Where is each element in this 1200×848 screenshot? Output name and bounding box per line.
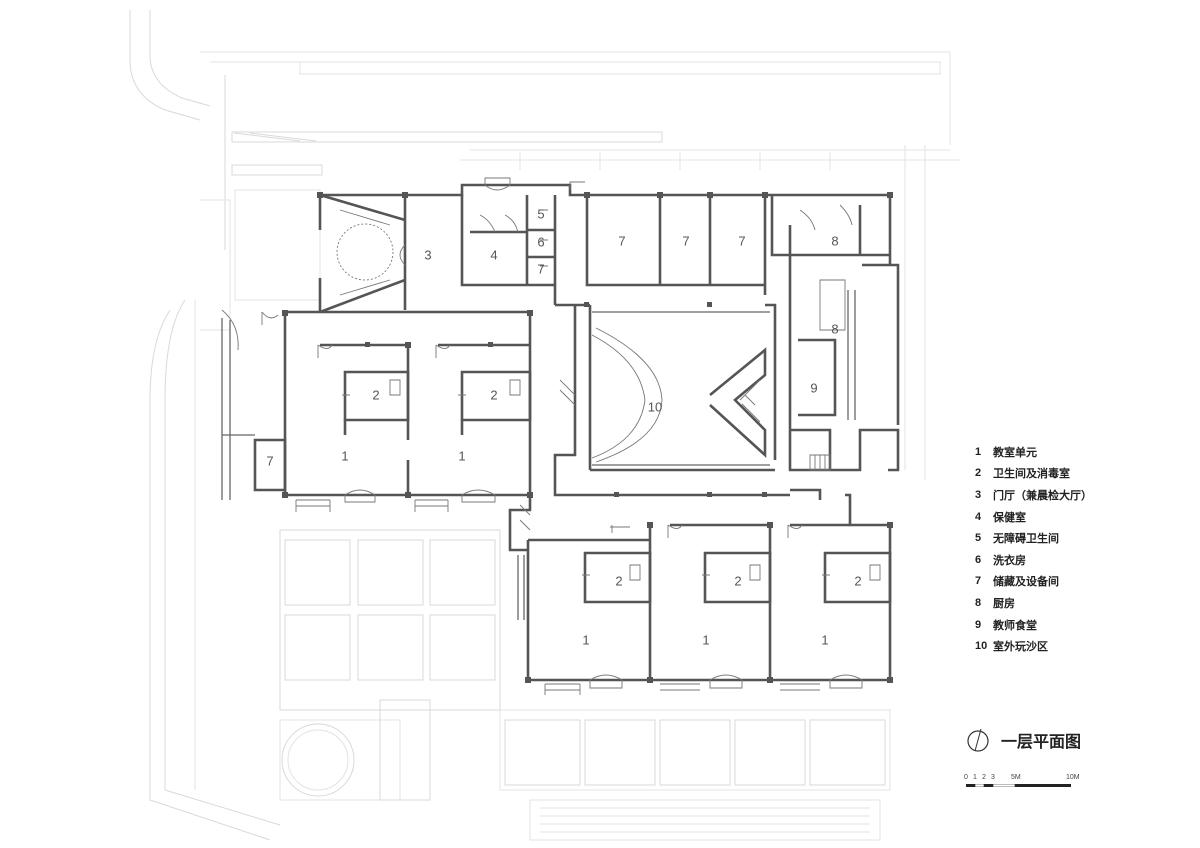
scale-tick-label: 2 <box>982 774 986 781</box>
scale-tick-label: 5M <box>1011 774 1021 781</box>
legend-label: 洗衣房 <box>993 554 1026 567</box>
scale-tick-label: 3 <box>991 774 995 781</box>
scale-tick-label: 0 <box>964 774 968 781</box>
legend-label: 教师食堂 <box>993 619 1037 632</box>
legend-number: 8 <box>975 596 982 609</box>
building-walls <box>221 183 900 682</box>
legend-number: 4 <box>975 510 982 523</box>
room-number: 2 <box>734 573 741 588</box>
room-number: 8 <box>831 233 838 248</box>
room-numbers: 3 4 5 6 7 7 7 7 8 8 9 10 2 2 1 1 7 2 2 2… <box>266 206 861 647</box>
legend-item: 8 厨房 <box>975 592 1092 614</box>
legend-number: 6 <box>975 553 982 566</box>
legend-item: 2 卫生间及消毒室 <box>975 463 1092 485</box>
room-number: 7 <box>266 453 273 468</box>
legend-label: 无障碍卫生间 <box>993 533 1059 546</box>
room-number: 7 <box>537 261 544 276</box>
room-number: 1 <box>582 632 589 647</box>
room-number: 1 <box>458 448 465 463</box>
legend-number: 9 <box>975 618 982 631</box>
legend-item: 6 洗衣房 <box>975 549 1092 571</box>
room-number: 2 <box>372 387 379 402</box>
legend-label: 厨房 <box>993 597 1015 610</box>
legend-item: 9 教师食堂 <box>975 614 1092 636</box>
room-number: 7 <box>738 233 745 248</box>
room-number: 1 <box>821 632 828 647</box>
legend-number: 5 <box>975 532 982 545</box>
room-number: 9 <box>810 380 817 395</box>
legend-number: 3 <box>975 488 982 501</box>
legend-number: 7 <box>975 575 982 588</box>
scale-tick-label: 10M <box>1066 774 1080 781</box>
scale-bar: 0 1 2 3 5M 10M <box>963 774 1083 794</box>
room-number: 6 <box>537 234 544 249</box>
room-number: 2 <box>854 573 861 588</box>
legend-item: 1 教室单元 <box>975 441 1092 463</box>
legend-item: 4 保健室 <box>975 506 1092 528</box>
drawing-title: 一层平面图 <box>1001 734 1082 751</box>
legend-item: 10 室外玩沙区 <box>975 635 1092 657</box>
legend-label: 保健室 <box>993 511 1026 524</box>
room-number: 4 <box>490 247 497 262</box>
room-number: 7 <box>618 233 625 248</box>
drawing-title-block: 一层平面图 <box>963 728 1081 752</box>
legend-number: 2 <box>975 467 982 480</box>
north-arrow-icon <box>967 728 989 752</box>
doors-windows <box>261 177 881 695</box>
lobby-round-platform <box>336 223 394 281</box>
columns <box>282 192 893 683</box>
lobby-guides <box>339 209 391 296</box>
room-number: 8 <box>831 321 838 336</box>
legend-label: 储藏及设备间 <box>993 576 1059 589</box>
room-number: 1 <box>702 632 709 647</box>
room-number: 2 <box>490 387 497 402</box>
legend-label: 卫生间及消毒室 <box>993 468 1070 481</box>
legend-item: 5 无障碍卫生间 <box>975 527 1092 549</box>
legend-label: 室外玩沙区 <box>993 641 1048 654</box>
room-number: 7 <box>682 233 689 248</box>
legend-label: 教室单元 <box>993 446 1037 459</box>
legend-item: 3 门厅（兼晨检大厅） <box>975 484 1092 506</box>
room-number: 5 <box>537 206 544 221</box>
legend-number: 10 <box>975 640 988 653</box>
site-context <box>129 10 960 841</box>
room-number: 2 <box>615 573 622 588</box>
legend-item: 7 储藏及设备间 <box>975 571 1092 593</box>
scale-tick-label: 1 <box>973 774 977 781</box>
legend-number: 1 <box>975 445 982 458</box>
room-number: 3 <box>424 247 431 262</box>
room-number: 10 <box>648 399 662 414</box>
legend-label: 门厅（兼晨检大厅） <box>993 489 1092 502</box>
room-number: 1 <box>341 448 348 463</box>
scale-bar-graphic <box>966 784 1071 787</box>
